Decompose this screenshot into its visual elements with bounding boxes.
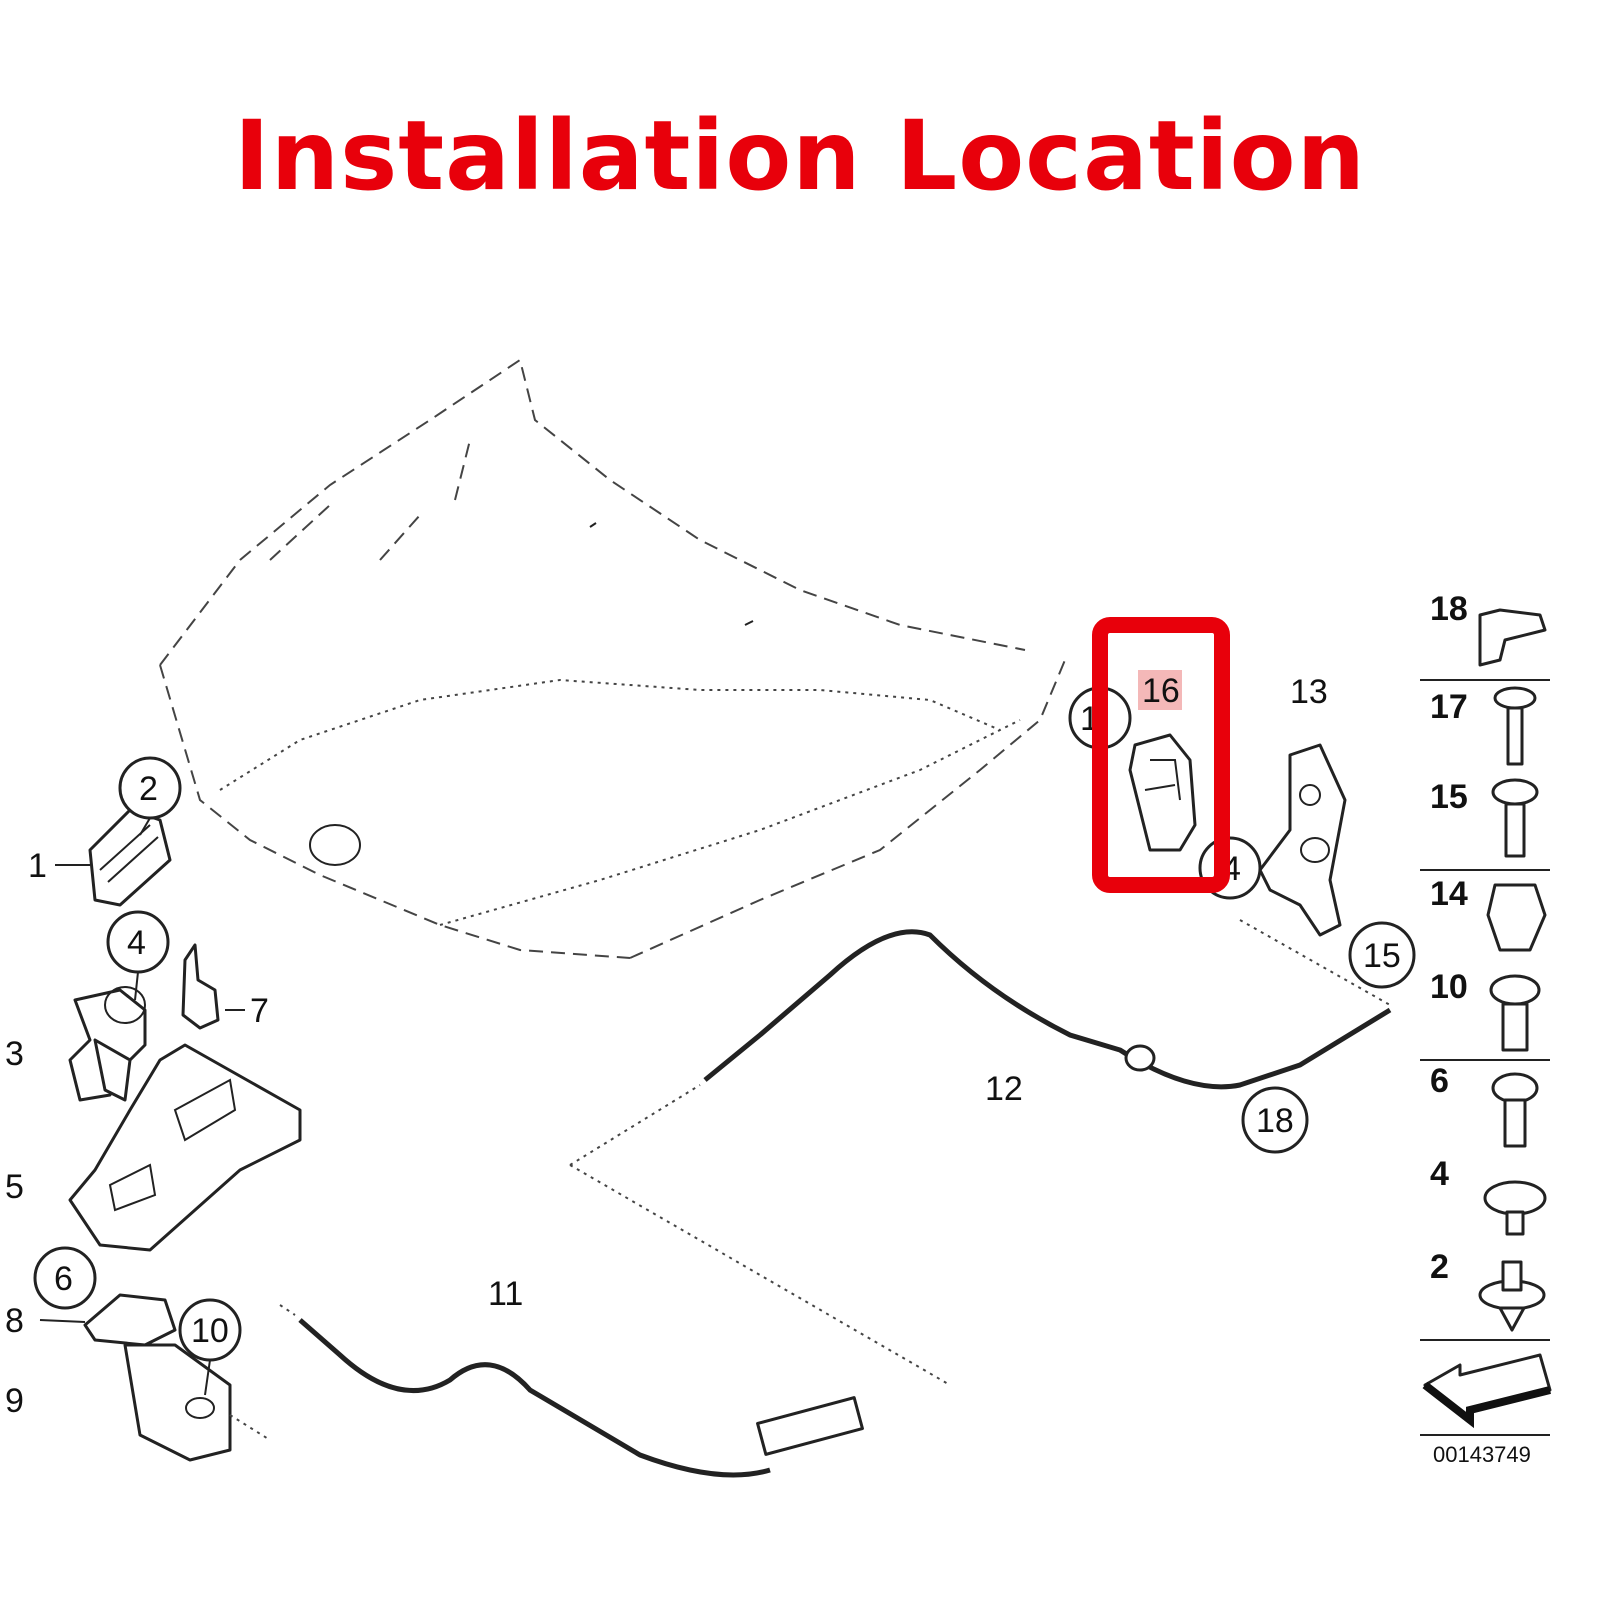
- callout-4-left: 4: [106, 910, 170, 1001]
- part-16-label-bg: [1138, 670, 1182, 710]
- sidebar-item-2: 2: [1430, 1248, 1449, 1286]
- svg-text:10: 10: [191, 1312, 229, 1350]
- sidebar-item-4: 4: [1430, 1155, 1449, 1193]
- cable-12: [569, 919, 1392, 1166]
- label-16: 16: [1142, 672, 1180, 710]
- svg-text:6: 6: [54, 1260, 73, 1298]
- part-16-release-handle: [1128, 733, 1197, 852]
- sidebar-item-15: 15: [1430, 778, 1468, 816]
- sidebar-item-10: 10: [1430, 968, 1468, 1006]
- sidebar-parts-list: 18 17 15 14 10 6 4 2 00143749: [1420, 590, 1552, 1467]
- part-7-gasket: [181, 943, 245, 1030]
- label-3: 3: [5, 1035, 24, 1073]
- arrow-icon: [1423, 1353, 1552, 1422]
- label-11: 11: [488, 1275, 523, 1313]
- svg-text:15: 15: [1363, 937, 1401, 975]
- label-9: 9: [5, 1382, 24, 1420]
- callout-6: 6: [33, 1246, 97, 1310]
- part-5-bracket: [68, 1043, 302, 1252]
- label-12: 12: [985, 1070, 1023, 1108]
- sidebar-item-6: 6: [1430, 1062, 1449, 1100]
- callout-2: 2: [118, 756, 182, 836]
- part-1-lock-bracket: [55, 808, 172, 907]
- label-8: 8: [5, 1302, 24, 1340]
- callout-15: 15: [1348, 921, 1416, 989]
- part-16-highlight-box: [1092, 617, 1230, 893]
- svg-text:2: 2: [139, 770, 158, 808]
- svg-text:4: 4: [127, 924, 146, 962]
- cable-11: [279, 1164, 951, 1478]
- label-5: 5: [5, 1168, 24, 1206]
- diagram-number: 00143749: [1433, 1442, 1531, 1467]
- callout-18: 18: [1241, 1086, 1309, 1154]
- label-13: 13: [1290, 673, 1328, 711]
- svg-text:18: 18: [1256, 1102, 1294, 1140]
- part-9-lock-bottom: [123, 1343, 271, 1462]
- sidebar-item-14: 14: [1430, 875, 1468, 913]
- part-8-lock-cover: [39, 1293, 177, 1347]
- part-13-hinge: [1258, 743, 1347, 937]
- page-title: Installation Location: [234, 100, 1366, 212]
- part-3-hood-lock: [68, 986, 147, 1102]
- label-1: 1: [28, 847, 47, 885]
- label-7: 7: [250, 992, 269, 1030]
- callout-10: 10: [178, 1298, 242, 1396]
- sidebar-item-18: 18: [1430, 590, 1468, 628]
- hood-outline: [159, 358, 1066, 959]
- sidebar-item-17: 17: [1430, 688, 1468, 726]
